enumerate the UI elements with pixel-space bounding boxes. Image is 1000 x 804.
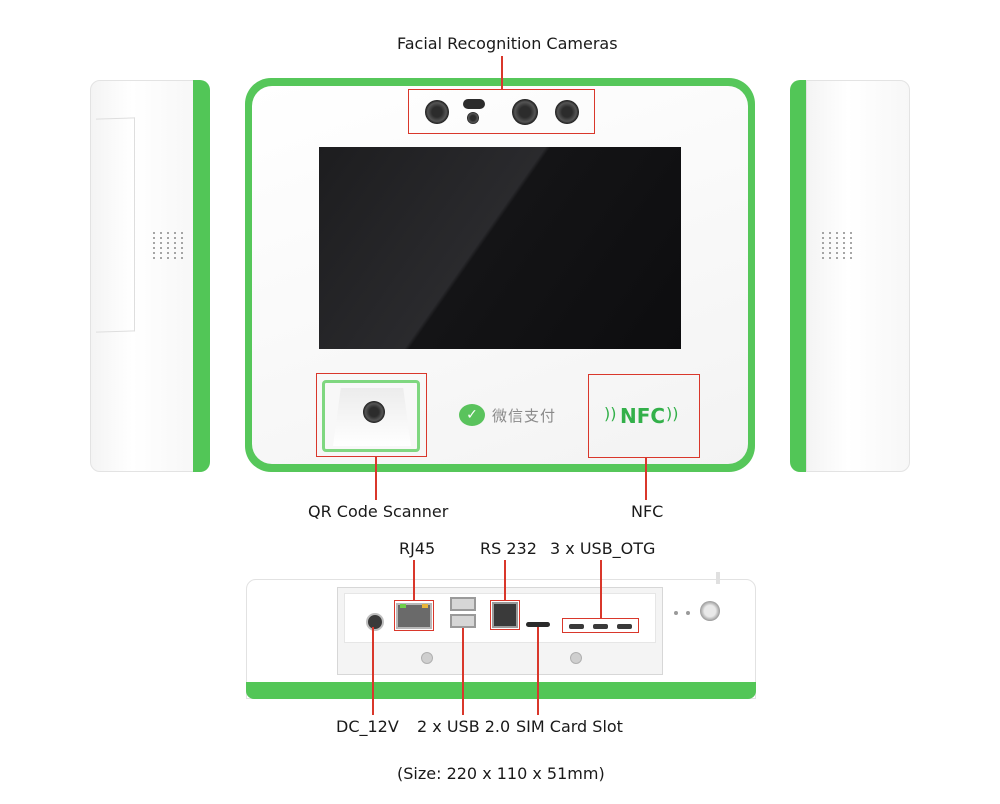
rj45-label: RJ45 [399, 539, 436, 558]
camera-lens-icon [425, 100, 449, 124]
cameras-leader-line [501, 56, 503, 89]
rj45-highlight-box [394, 600, 434, 631]
camera-lens-icon [512, 99, 538, 125]
qr-scanner-highlight-box [316, 373, 427, 457]
screw-hole-icon [570, 652, 582, 664]
left-side-view [90, 80, 196, 472]
rj45-led-icon [422, 604, 428, 608]
qr-leader-line [375, 457, 377, 500]
dc-jack-port [366, 613, 384, 631]
dc-leader-line [372, 627, 374, 715]
nfc-wave-icon: )) [604, 404, 617, 423]
size-caption: (Size: 220 x 110 x 51mm) [397, 764, 605, 783]
camera-lens-icon [467, 112, 479, 124]
left-speaker-grille [153, 232, 185, 259]
wechat-pay-text: 微信支付 [492, 407, 557, 425]
usb20-label: 2 x USB 2.0 [417, 717, 511, 736]
right-side-view [806, 80, 910, 472]
rs232-leader-line [504, 560, 506, 600]
screw-hole-icon [421, 652, 433, 664]
rs232-highlight-box [490, 600, 520, 630]
usb-otg-leader-line [600, 560, 602, 618]
sim-card-slot [526, 622, 550, 627]
nfc-highlight-box [588, 374, 700, 458]
bottom-antenna [716, 572, 720, 584]
nfc-wave-icon: )) [666, 404, 679, 423]
usb-otg-port [617, 624, 632, 629]
camera-lens-icon [555, 100, 579, 124]
scanner-lens-icon [363, 401, 385, 423]
usb20-leader-line [462, 628, 464, 715]
usb-port [450, 597, 476, 611]
nfc-logo: NFC [620, 404, 666, 428]
display-screen [319, 147, 681, 349]
qr-scanner-label: QR Code Scanner [308, 502, 449, 521]
sim-label: SIM Card Slot [516, 717, 623, 736]
nfc-leader-line [645, 458, 647, 500]
facial-cameras-label: Facial Recognition Cameras [397, 34, 618, 53]
bottom-green-edge [246, 682, 756, 699]
usb-otg-port [593, 624, 608, 629]
sim-leader-line [537, 627, 539, 715]
cameras-highlight-box [408, 89, 595, 134]
rs232-label: RS 232 [480, 539, 537, 558]
rj45-led-icon [400, 604, 406, 608]
usb-port [450, 614, 476, 628]
nfc-label: NFC [631, 502, 664, 521]
power-button[interactable] [700, 601, 720, 621]
usb-otg-port [569, 624, 584, 629]
rj45-leader-line [413, 560, 415, 600]
dc-label: DC_12V [336, 717, 399, 736]
usb-otg-highlight-box [562, 618, 639, 633]
rs232-port [492, 602, 518, 628]
indicator-led-icon [686, 611, 690, 615]
usb-otg-label: 3 x USB_OTG [550, 539, 656, 558]
left-side-green-edge [193, 80, 210, 472]
wechat-pay-icon: ✓ [459, 404, 485, 426]
left-side-panel-line [96, 117, 135, 333]
right-side-green-edge [790, 80, 808, 472]
ir-sensor-icon [463, 99, 485, 109]
indicator-led-icon [674, 611, 678, 615]
right-speaker-grille [822, 232, 854, 259]
